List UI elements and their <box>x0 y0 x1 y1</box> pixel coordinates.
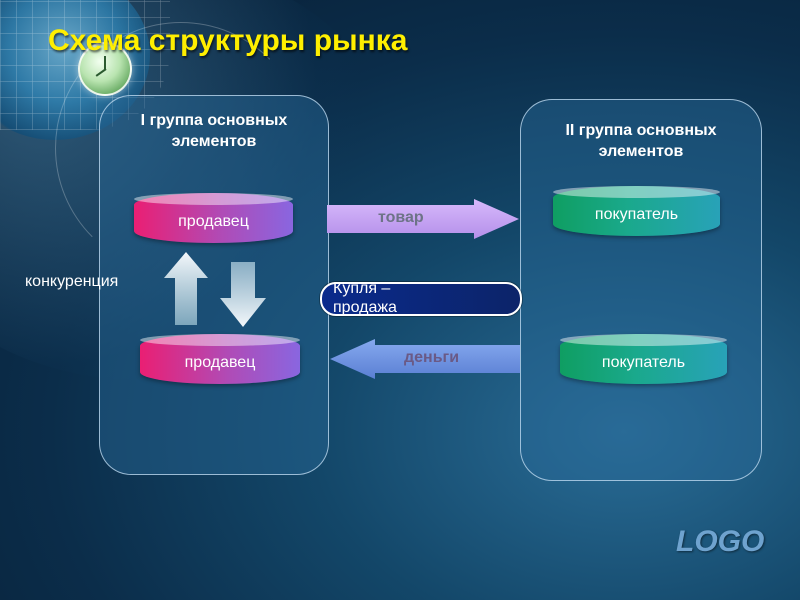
deal-box <box>320 282 522 316</box>
left-group-heading: I группа основных элементов <box>140 112 288 150</box>
money-label: деньги <box>404 349 460 366</box>
buyer-cylinder-top: покупатель <box>553 186 720 236</box>
buyer-label: покупатель <box>601 354 686 371</box>
right-group-panel: II группа основных элементов <box>520 99 762 481</box>
buyer-cylinder-bottom: покупатель <box>560 334 727 384</box>
goods-label: товар <box>378 209 424 226</box>
competition-down-arrow <box>220 262 266 327</box>
logo: LOGO <box>676 525 765 558</box>
slide-title: Схема структуры рынка <box>48 24 408 57</box>
goods-arrow <box>327 199 519 239</box>
right-group-heading: II группа основных элементов <box>565 122 717 160</box>
money-arrow <box>330 339 520 379</box>
buyer-label: покупатель <box>594 206 679 223</box>
competition-up-arrow <box>164 252 208 325</box>
seller-cylinder-bottom: продавец <box>140 334 300 384</box>
clock-icon <box>78 42 132 96</box>
deal-label: Купля – продажа <box>333 280 397 316</box>
competition-label: конкуренция <box>25 273 119 290</box>
background-arc <box>55 22 307 274</box>
seller-cylinder-top: продавец <box>134 193 293 243</box>
left-group-panel: I группа основных элементов <box>99 95 329 475</box>
seller-label: продавец <box>178 213 249 230</box>
seller-label: продавец <box>184 354 256 371</box>
